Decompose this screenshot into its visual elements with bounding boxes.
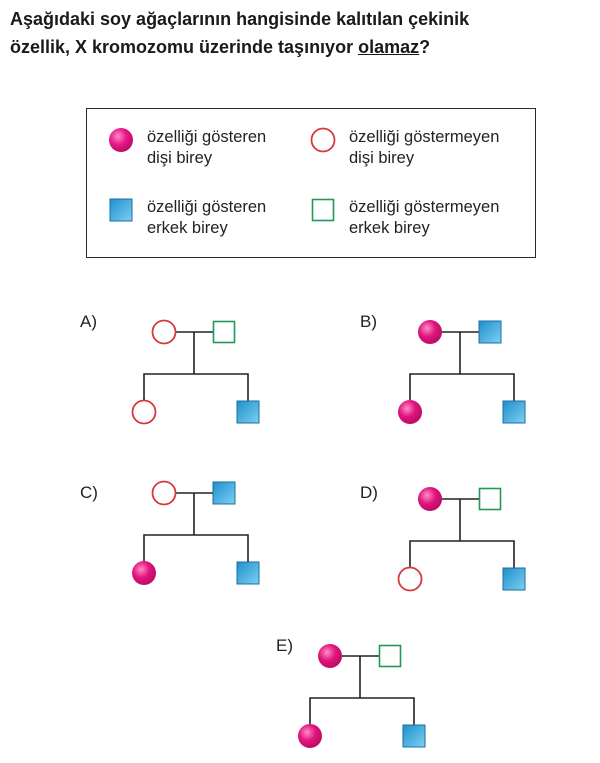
- mother-symbol: [151, 480, 177, 506]
- mother-symbol: [151, 319, 177, 345]
- sibship-line: [143, 373, 249, 401]
- legend-item-unaffected-female: özelliği göstermeyen dişi birey: [309, 127, 499, 169]
- legend-label: dişi birey: [349, 149, 415, 167]
- sibship-line: [409, 540, 515, 568]
- unaffected-male-icon: [311, 198, 335, 222]
- legend-label: erkek birey: [349, 219, 430, 237]
- legend-label: özelliği göstermeyen: [349, 198, 500, 216]
- question-line-2: özellik, X kromozomu üzerinde taşınıyor: [10, 37, 359, 57]
- daughter-symbol: [298, 724, 322, 748]
- legend-item-affected-female: özelliği gösteren dişi birey: [107, 127, 266, 169]
- son-symbol: [502, 400, 526, 424]
- daughter-symbol: [131, 399, 157, 425]
- option-letter: C): [80, 483, 98, 502]
- father-symbol: [212, 481, 236, 505]
- father-symbol: [478, 320, 502, 344]
- legend-label: özelliği gösteren: [147, 128, 267, 146]
- question-emphasis: olamaz: [358, 37, 420, 57]
- sibship-line: [143, 534, 249, 562]
- father-symbol: [378, 644, 402, 668]
- mother-symbol: [418, 320, 442, 344]
- pedigree-e: [298, 644, 426, 748]
- father-symbol: [478, 487, 502, 511]
- son-symbol: [502, 567, 526, 591]
- affected-female-icon: [109, 128, 133, 152]
- option-letter: D): [360, 483, 378, 502]
- daughter-symbol: [132, 561, 156, 585]
- daughter-symbol: [398, 400, 422, 424]
- option-letter: E): [276, 636, 293, 655]
- question-mark: ?: [419, 37, 431, 57]
- daughter-symbol: [397, 566, 423, 592]
- pedigree-c: [132, 480, 260, 585]
- sibship-line: [409, 373, 515, 401]
- legend-label: erkek birey: [147, 219, 228, 237]
- option-letter: A): [80, 312, 97, 331]
- pedigree-d: [397, 487, 526, 592]
- affected-male-icon: [109, 198, 133, 222]
- mother-symbol: [318, 644, 342, 668]
- legend-box: özelliği gösteren dişi birey özelliği gö…: [86, 108, 536, 258]
- sibship-line: [309, 697, 415, 725]
- legend-item-unaffected-male: özelliği göstermeyen erkek birey: [309, 197, 499, 239]
- unaffected-female-icon: [310, 127, 336, 153]
- question-line-1: Aşağıdaki soy ağaçlarının hangisinde kal…: [10, 9, 470, 29]
- pedigree-a: [131, 319, 260, 425]
- father-symbol: [212, 320, 236, 344]
- legend-item-affected-male: özelliği gösteren erkek birey: [107, 197, 266, 239]
- son-symbol: [236, 400, 260, 424]
- legend-label: özelliği gösteren: [147, 198, 267, 216]
- son-symbol: [402, 724, 426, 748]
- son-symbol: [236, 561, 260, 585]
- option-letter: B): [360, 312, 377, 331]
- legend-label: dişi birey: [147, 149, 213, 167]
- pedigree-b: [398, 320, 526, 424]
- question-text: Aşağıdaki soy ağaçlarının hangisinde kal…: [10, 5, 595, 61]
- mother-symbol: [418, 487, 442, 511]
- legend-label: özelliği göstermeyen: [349, 128, 500, 146]
